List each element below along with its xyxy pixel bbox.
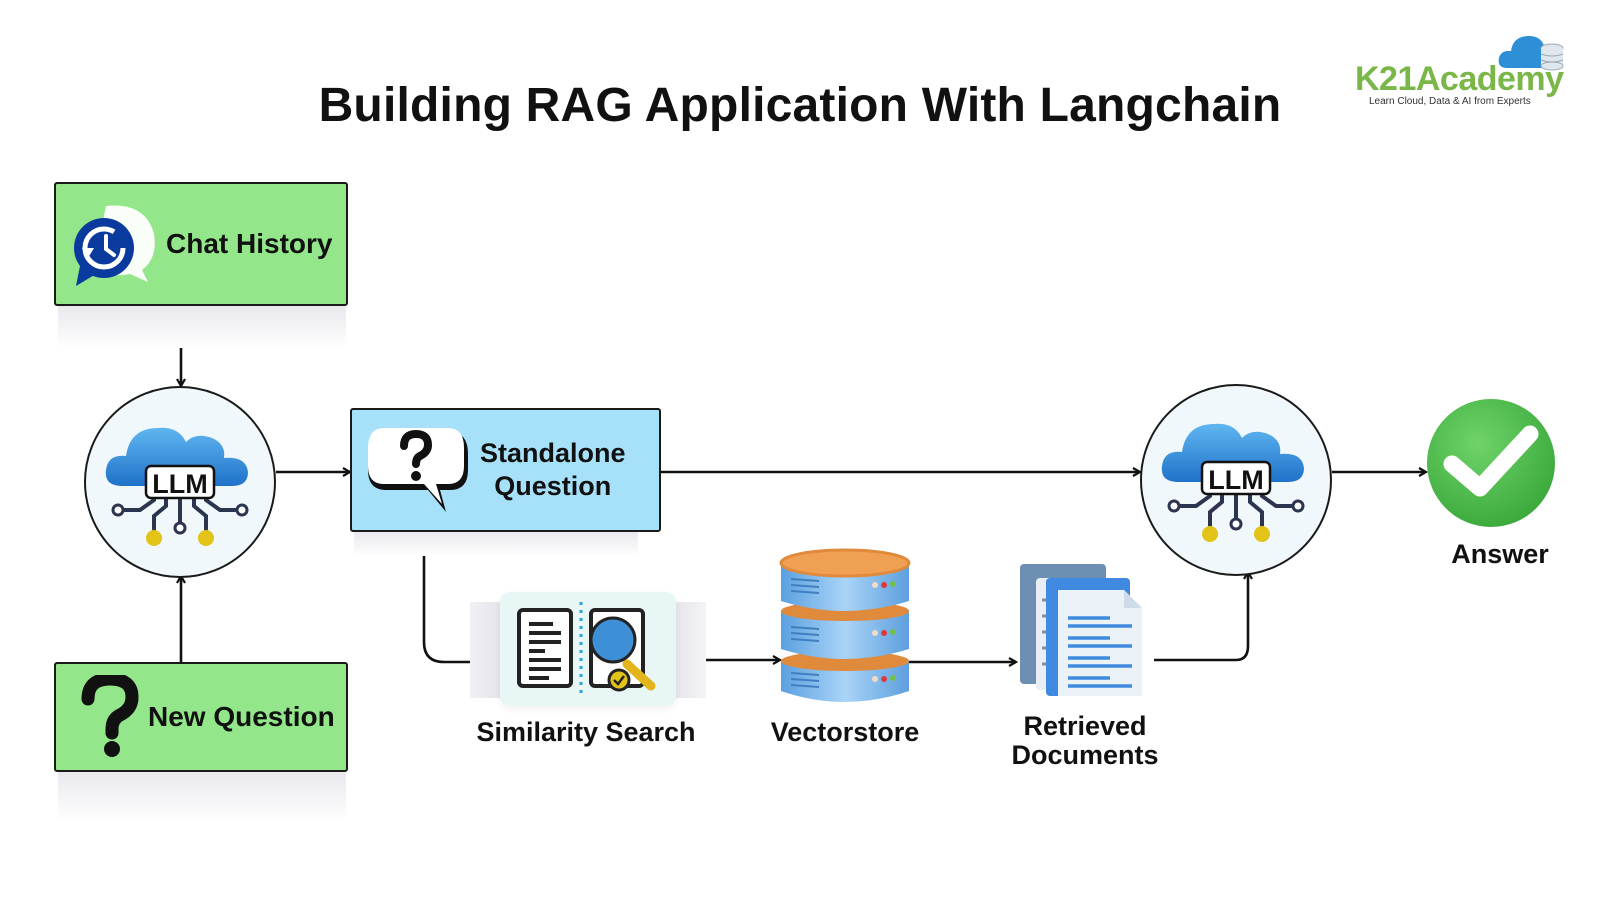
cloud-llm-icon [1161,423,1305,542]
llm-node-2: LLM [1140,384,1332,576]
vectorstore-label: Vectorstore [770,717,920,747]
standalone-label-line2: Question [494,471,612,501]
standalone-question-label: Standalone Question [480,437,626,503]
standalone-label-line1: Standalone [480,438,626,468]
document-search-icon [517,602,656,698]
retrieved-label-line1: Retrieved [1023,711,1147,741]
question-bubble-icon [368,428,468,512]
similarity-search-node [470,592,706,706]
logo-brand: K21Academy [1355,60,1564,98]
answer-label: Answer [1451,539,1549,569]
llm-1-label: LLM [152,469,208,499]
chat-history-icon [74,205,155,286]
documents-icon [1020,564,1142,696]
checkmark-icon [1427,399,1555,527]
llm-node-1: LLM [84,386,276,578]
retrieved-label-line2: Documents [1011,740,1159,770]
diagram-title: Building RAG Application With Langchain [318,79,1282,132]
question-mark-icon [81,675,139,757]
new-question-label: New Question [148,701,335,732]
standalone-question-node: Standalone Question [350,408,661,532]
new-question-node: New Question [54,662,348,772]
edge-standalone-to-similarity [422,532,494,662]
edge-documents-to-llm2 [1154,572,1248,662]
cloud-database-logo-icon [1498,36,1564,71]
cloud-llm-icon [105,427,249,546]
similarity-search-label: Similarity Search [476,717,696,747]
database-icon [779,548,911,702]
chat-history-node: Chat History [54,182,348,306]
retrieved-documents-label: Retrieved Documents [990,712,1180,770]
llm-2-label: LLM [1208,465,1264,495]
logo-tagline: Learn Cloud, Data & AI from Experts [1369,96,1531,107]
k21academy-logo: K21Academy Learn Cloud, Data & AI from E… [1355,30,1565,110]
chat-history-label: Chat History [166,228,333,259]
